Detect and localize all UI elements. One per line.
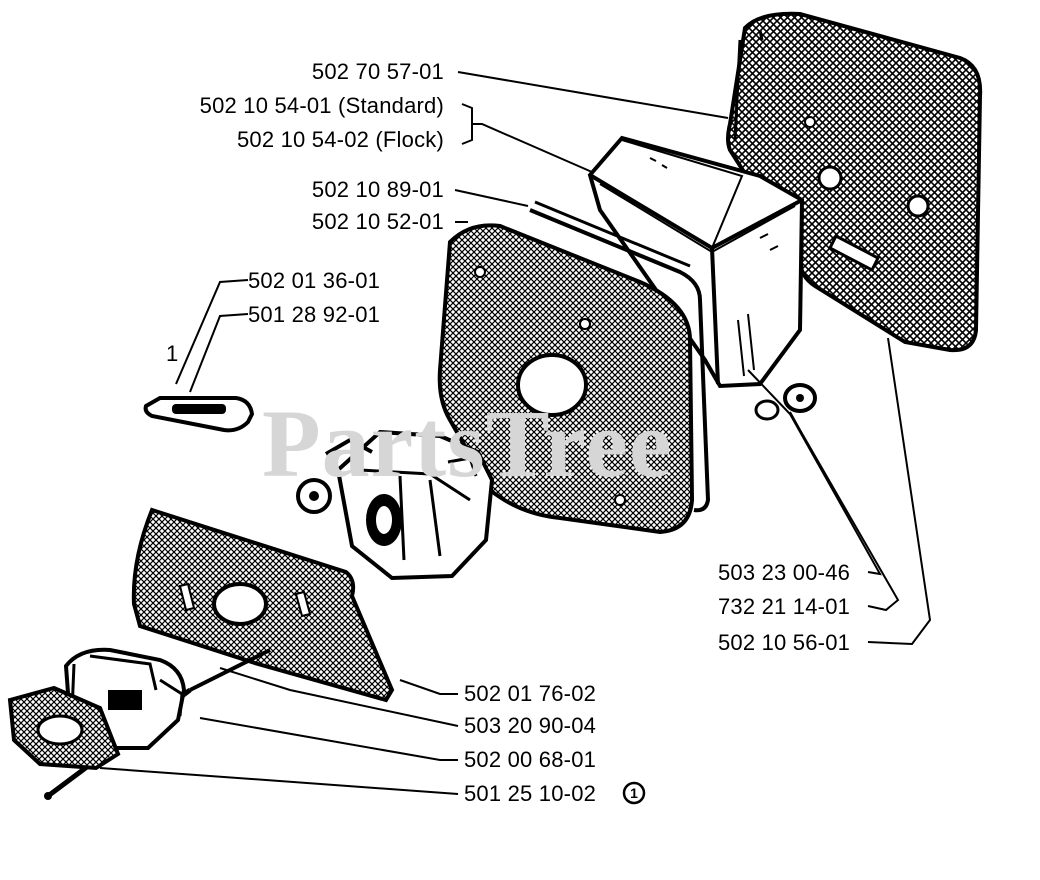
part-label: 503 23 00-46	[718, 560, 851, 585]
part-label: 503 20 90-04	[464, 713, 597, 738]
part-label: 502 10 56-01	[718, 630, 851, 655]
leader-lines	[99, 71, 932, 795]
part-label: 502 10 54-02 (Flock)	[237, 127, 444, 152]
part-label: 502 01 76-02	[464, 681, 597, 706]
part-label: 502 10 89-01	[311, 177, 444, 202]
watermark: PartsTree	[262, 390, 673, 497]
gasket-part	[529, 200, 711, 513]
choke-lever-part	[143, 396, 255, 433]
carburetor-part	[296, 429, 495, 581]
filter-cover-part	[726, 11, 983, 353]
air-filter-part	[587, 135, 805, 389]
filter-plate-part	[437, 223, 695, 535]
part-label: 501 28 92-01	[248, 302, 381, 327]
note-marker-icon: 1	[622, 781, 646, 805]
part-label: 502 10 54-01 (Standard)	[199, 93, 444, 118]
part-label: 502 01 36-01	[248, 268, 381, 293]
part-label: 732 21 14-01	[718, 594, 851, 619]
part-label: 502 70 57-01	[311, 59, 444, 84]
nut-washer-part	[754, 383, 817, 421]
part-label: 501 25 10-02	[464, 781, 597, 806]
leader-mark: 1	[166, 341, 179, 366]
part-label: 502 00 68-01	[464, 747, 597, 772]
flange-gasket-part	[7, 685, 121, 771]
part-label: 502 10 52-01	[311, 209, 444, 234]
adapter-plate-part	[131, 507, 395, 703]
note-marker-symbol: 1	[630, 785, 638, 801]
